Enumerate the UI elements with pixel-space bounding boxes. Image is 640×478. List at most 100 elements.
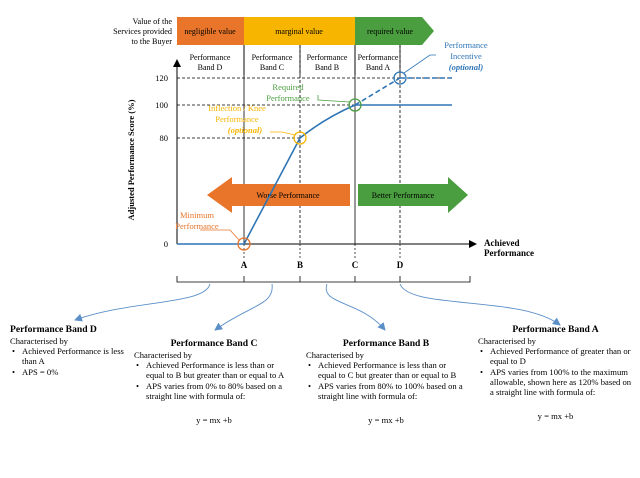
required-performance-point bbox=[348, 98, 362, 112]
arrow-to-band-c bbox=[214, 283, 273, 331]
band-b-title: Performance Band B bbox=[342, 338, 430, 349]
incentive-annotation: Performance Incentive (optional) bbox=[444, 40, 488, 72]
band-a-bullet-1: Achieved Performance of greater than or … bbox=[480, 346, 633, 366]
x-tick-labels: A B C D bbox=[241, 260, 404, 270]
x-tick-d: D bbox=[397, 260, 404, 270]
band-separators bbox=[243, 45, 401, 244]
x-tick-c: C bbox=[352, 260, 359, 270]
value-label-line-2: Services provided bbox=[113, 27, 172, 36]
band-b-intro: Characterised by bbox=[306, 350, 364, 360]
x-tick-marks bbox=[243, 244, 401, 258]
arrow-to-band-b bbox=[325, 283, 386, 331]
band-c-label-line-1: Performance bbox=[252, 53, 293, 62]
performance-incentive-point bbox=[393, 71, 407, 85]
negligible-value-label: negligible value bbox=[184, 27, 236, 36]
band-d-bullet-1: Achieved Performance is less than A bbox=[12, 346, 130, 366]
band-c-description: Performance Band C Characterised by Achi… bbox=[134, 338, 294, 425]
y-axis-label: Adjusted Performance Score (%) bbox=[126, 99, 136, 220]
description-arrows bbox=[74, 283, 561, 331]
marginal-value-label: marginal value bbox=[275, 27, 323, 36]
band-a-bullets: Achieved Performance of greater than or … bbox=[478, 346, 633, 397]
required-value-label: required value bbox=[367, 27, 413, 36]
minimum-leader bbox=[200, 229, 240, 241]
band-d-bullets: Achieved Performance is less than A APS … bbox=[10, 346, 130, 377]
worse-performance-arrow bbox=[207, 177, 350, 213]
band-c-bullet-1: Achieved Performance is less than or equ… bbox=[136, 360, 294, 380]
x-axis-label-line-2: Performance bbox=[484, 248, 534, 258]
grid-lines bbox=[177, 77, 452, 139]
value-arrows: negligible value marginal value required… bbox=[177, 17, 434, 45]
band-c-formula: y = mx +b bbox=[196, 415, 232, 426]
band-b-bullet-1: Achieved Performance is less than or equ… bbox=[308, 360, 466, 380]
band-a-label-line-2: Band A bbox=[366, 63, 390, 72]
incentive-leader bbox=[403, 54, 436, 74]
band-d-intro: Characterised by bbox=[10, 336, 68, 346]
required-annotation: Required Performance bbox=[266, 82, 310, 103]
band-d-label-line-2: Band D bbox=[198, 63, 223, 72]
x-axis-label-line-1: Achieved bbox=[484, 238, 520, 248]
better-performance-arrow bbox=[358, 177, 468, 213]
band-c-title: Performance Band C bbox=[170, 338, 258, 349]
value-label-line-1: Value of the bbox=[132, 17, 172, 26]
band-b-bullets: Achieved Performance is less than or equ… bbox=[306, 360, 466, 401]
better-performance-label: Better Performance bbox=[372, 191, 435, 200]
band-c-label-line-2: Band C bbox=[260, 63, 284, 72]
required-line-2: Performance bbox=[266, 93, 310, 103]
y-tick-labels: 120 100 80 0 bbox=[155, 73, 168, 249]
incentive-line-2: Incentive bbox=[450, 51, 482, 61]
band-a-label-line-1: Performance bbox=[358, 53, 399, 62]
negligible-value-box bbox=[177, 17, 244, 45]
band-b-segment bbox=[299, 104, 356, 139]
band-a-intro: Characterised by bbox=[478, 336, 536, 346]
arrow-to-band-a bbox=[399, 283, 561, 326]
incentive-line-3: (optional) bbox=[449, 62, 484, 72]
y-tick-0: 0 bbox=[164, 239, 168, 249]
band-c-intro: Characterised by bbox=[134, 350, 192, 360]
band-b-bullet-2: APS varies from 80% to 100% based on a s… bbox=[308, 381, 466, 401]
band-b-label-line-1: Performance bbox=[307, 53, 348, 62]
arrow-to-band-d bbox=[74, 283, 211, 322]
incentive-line-1: Performance bbox=[444, 40, 488, 50]
x-tick-b: B bbox=[297, 260, 303, 270]
x-tick-a: A bbox=[241, 260, 248, 270]
y-tick-80: 80 bbox=[160, 133, 169, 143]
band-b-label-line-2: Band B bbox=[315, 63, 339, 72]
band-top-lines bbox=[243, 45, 401, 75]
band-a-bullet-2: APS varies from 100% to the maximum allo… bbox=[480, 367, 633, 398]
band-labels: Performance Band D Performance Band C Pe… bbox=[190, 53, 399, 72]
inflection-line-1: Inflection / Knee bbox=[208, 103, 266, 113]
value-label-line-3: to the Buyer bbox=[132, 37, 173, 46]
minimum-performance-point bbox=[237, 237, 251, 251]
inflection-leader bbox=[270, 131, 296, 136]
required-line-1: Required bbox=[272, 82, 304, 92]
band-a-formula: y = mx +b bbox=[537, 411, 574, 422]
y-tick-100: 100 bbox=[155, 100, 168, 110]
band-a-title: Performance Band A bbox=[512, 324, 599, 335]
band-c-segment bbox=[243, 137, 301, 245]
band-a-incentive-segment bbox=[354, 77, 401, 106]
required-leader bbox=[317, 95, 351, 103]
minimum-line-2: Performance bbox=[175, 221, 219, 231]
band-c-bullets: Achieved Performance is less than or equ… bbox=[134, 360, 294, 401]
band-b-description: Performance Band B Characterised by Achi… bbox=[306, 338, 466, 425]
band-range-bracket bbox=[176, 276, 471, 283]
inflection-point bbox=[293, 131, 307, 145]
band-c-bullet-2: APS varies from 0% to 80% based on a str… bbox=[136, 381, 294, 401]
y-tick-120: 120 bbox=[155, 73, 168, 83]
inflection-line-2: Performance bbox=[215, 114, 259, 124]
band-d-bullet-2: APS = 0% bbox=[12, 367, 130, 377]
marginal-value-box bbox=[244, 17, 355, 45]
value-label: Value of the Services provided to the Bu… bbox=[113, 17, 172, 46]
band-d-description: Performance Band D Characterised by Achi… bbox=[10, 324, 130, 377]
band-a-description: Performance Band A Characterised by Achi… bbox=[478, 324, 633, 421]
minimum-line-1: Minimum bbox=[180, 210, 214, 220]
band-b-formula: y = mx +b bbox=[368, 415, 404, 426]
inflection-annotation: Inflection / Knee Performance (optional) bbox=[208, 103, 266, 135]
required-value-arrow bbox=[355, 17, 434, 45]
worse-performance-label: Worse Performance bbox=[256, 191, 320, 200]
minimum-annotation: Minimum Performance bbox=[175, 210, 219, 231]
band-d-label-line-1: Performance bbox=[190, 53, 231, 62]
band-d-title: Performance Band D bbox=[10, 324, 97, 335]
